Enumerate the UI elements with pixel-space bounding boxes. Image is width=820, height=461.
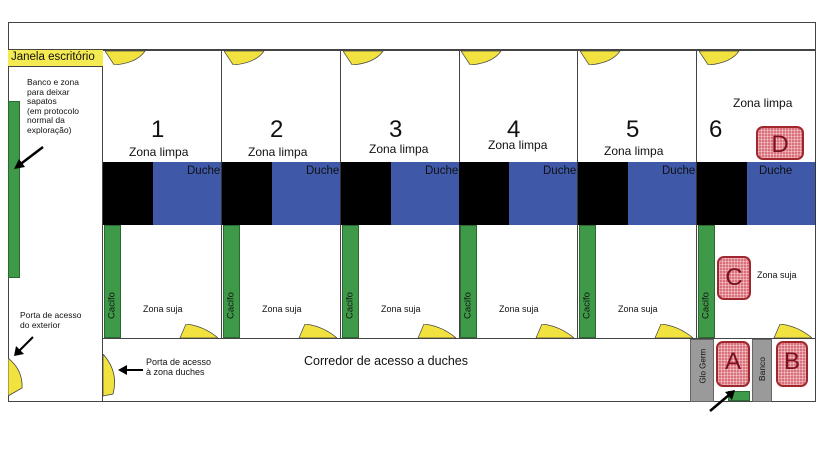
door-icon [105,51,146,65]
bench-note: Banco e zona para deixar sapatos (em pro… [27,77,79,135]
bench-note-line: normal da [27,115,65,125]
bench-block [752,339,772,402]
corridor-label: Corredor de acesso a duches [304,354,468,368]
clean-zone-label: Zona limpa [488,138,548,152]
locker-label: Cacifo [225,292,237,319]
marker-d-label: D [771,131,789,158]
door-icon [699,51,740,65]
bench-note-line: sapatos [27,96,57,106]
exterior-note-line: do exterior [20,319,61,330]
dirty-zone-label: Zona suja [618,304,658,314]
marker-a-label: A [724,348,741,375]
dark-block [341,162,391,225]
dark-block [459,162,509,225]
shower-area [391,162,460,225]
door-icon [654,324,693,338]
clean-zone-label: Zona limpa [129,145,189,159]
dark-block [222,162,272,225]
cell-number: 5 [626,116,640,143]
arrow-icon [14,146,44,169]
clean-zone-label: Zona limpa [733,96,793,110]
locker-label: Cacifo [344,292,356,319]
bench-note-line: (em protocolo [27,105,79,116]
shower-label: Duche [662,165,696,177]
shower-label: Duche [759,165,793,177]
dirty-zone-label: Zona suja [499,304,539,314]
door-icon [417,324,456,338]
marker-c [717,256,751,300]
shower-zone-door-icon [103,354,116,397]
dirty-zone-label: Zona suja [262,304,302,314]
door-icon [535,324,574,338]
dark-block [578,162,628,225]
bench-note-line: para deixar [27,86,70,97]
shower-door-note-line: Porta de acesso [146,357,212,367]
exterior-note-line: Porta de acesso [20,310,82,320]
cell-number: 1 [151,116,165,143]
marker-d [756,126,804,160]
left-column [8,50,103,402]
shower-door-note: Porta de acesso à zona duches [146,357,211,377]
exterior-door-note: Porta de acesso do exterior [20,310,82,330]
locker-strip [104,225,121,338]
dirty-zone-label: Zona suja [143,304,183,314]
office-window-label-box [8,50,103,67]
locker-strip [460,225,477,338]
bench-note-line: exploração) [27,124,72,135]
cell-number: 6 [709,116,723,143]
shower-door-note-line: à zona duches [146,367,205,377]
bench-label: Banco [757,356,767,382]
door-icon [343,51,384,65]
dirty-zone-label: Zona suja [381,304,421,314]
locker-label: Cacifo [700,292,712,319]
arrow-icon [118,365,143,375]
locker-label: Cacifo [581,292,593,319]
locker-strip [223,225,240,338]
dirty-zone-label: Zona suja [757,270,797,280]
glo-germ-label: Glo Germ [698,348,708,384]
door-icon [773,324,812,338]
shower-area [509,162,578,225]
door-icon [298,324,337,338]
exterior-door-icon [8,358,23,397]
shower-area [153,162,222,225]
locker-strip [579,225,596,338]
locker-label: Cacifo [462,292,474,319]
marker-a [716,341,750,387]
marker-b-label: B [783,348,800,375]
marker-c-label: C [725,264,743,291]
glo-germ-station [690,339,714,402]
dark-block [697,162,747,225]
shower-label: Duche [425,165,459,177]
clean-zone-label: Zona limpa [369,142,429,156]
locker-label: Cacifo [106,292,118,319]
locker-strip [342,225,359,338]
arrow-icon [709,390,735,412]
door-icon [461,51,502,65]
shower-area [747,162,816,225]
shower-label: Duche [543,165,577,177]
shower-label: Duche [187,165,221,177]
marker-b [776,341,808,387]
clean-zone-label: Zona limpa [248,145,308,159]
bench-strip [8,101,20,278]
shower-area [272,162,341,225]
arrow-icon [14,336,34,356]
door-icon [580,51,621,65]
office-window-label: Janela escritório [11,51,95,63]
shower-label: Duche [306,165,340,177]
locker-strip [698,225,715,338]
shower-area [628,162,697,225]
dark-block [103,162,153,225]
cell-number: 4 [507,116,521,143]
corridor [103,338,816,402]
door-icon [179,324,218,338]
top-strip [8,22,816,50]
door-icon [224,51,265,65]
cell-number: 2 [270,116,284,143]
cell-number: 3 [389,116,403,143]
bench-note-line: Banco e zona [27,77,79,87]
clean-zone-label: Zona limpa [604,144,664,158]
